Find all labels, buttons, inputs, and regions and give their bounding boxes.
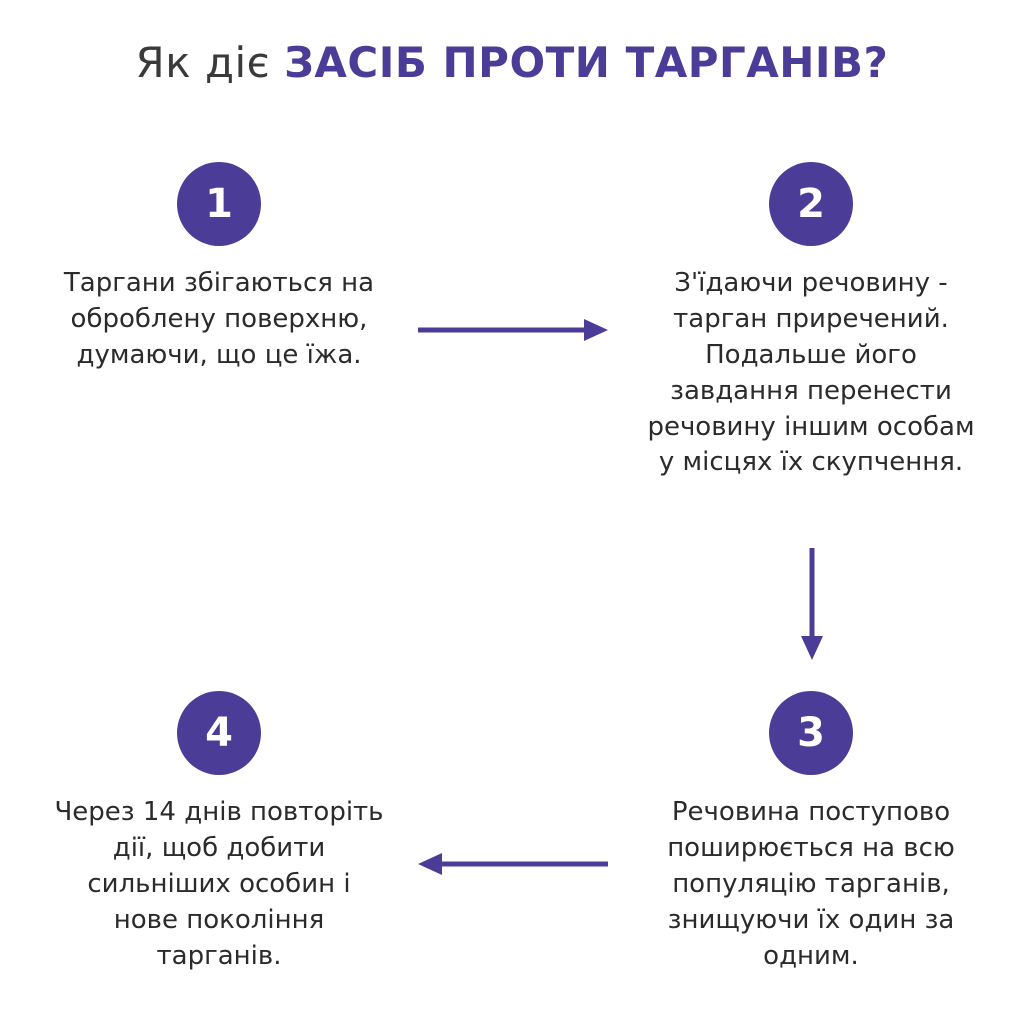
step-3-number: 3 — [797, 710, 825, 756]
step-4: 4 Через 14 днів повторіть дії, щоб добит… — [54, 691, 384, 974]
step-1: 1 Таргани збігаються на оброблену поверх… — [54, 162, 384, 374]
step-3-number-badge: 3 — [769, 691, 853, 775]
step-4-number: 4 — [205, 710, 233, 756]
step-1-number-badge: 1 — [177, 162, 261, 246]
title-prefix: Як діє — [135, 38, 271, 87]
step-2: 2 З'їдаючи речовину - тарган приречений.… — [646, 162, 976, 481]
page-title: Як діє ЗАСІБ ПРОТИ ТАРГАНІВ? — [0, 38, 1024, 87]
step-2-number-badge: 2 — [769, 162, 853, 246]
step-2-number: 2 — [797, 181, 825, 227]
step-3-text: Речовина поступово поширюється на всю по… — [667, 797, 955, 971]
arrow-left-icon — [418, 853, 608, 875]
step-2-text: З'їдаючи речовину - тарган приречений. П… — [647, 268, 975, 478]
step-1-text: Таргани збігаються на оброблену поверхню… — [63, 268, 375, 370]
title-highlight: ЗАСІБ ПРОТИ ТАРГАНІВ? — [284, 38, 889, 87]
arrow-right-icon — [418, 319, 608, 341]
step-3: 3 Речовина поступово поширюється на всю … — [646, 691, 976, 974]
step-4-text: Через 14 днів повторіть дії, щоб добити … — [54, 797, 384, 971]
step-1-number: 1 — [205, 181, 233, 227]
arrow-down-icon — [801, 548, 823, 660]
step-4-number-badge: 4 — [177, 691, 261, 775]
